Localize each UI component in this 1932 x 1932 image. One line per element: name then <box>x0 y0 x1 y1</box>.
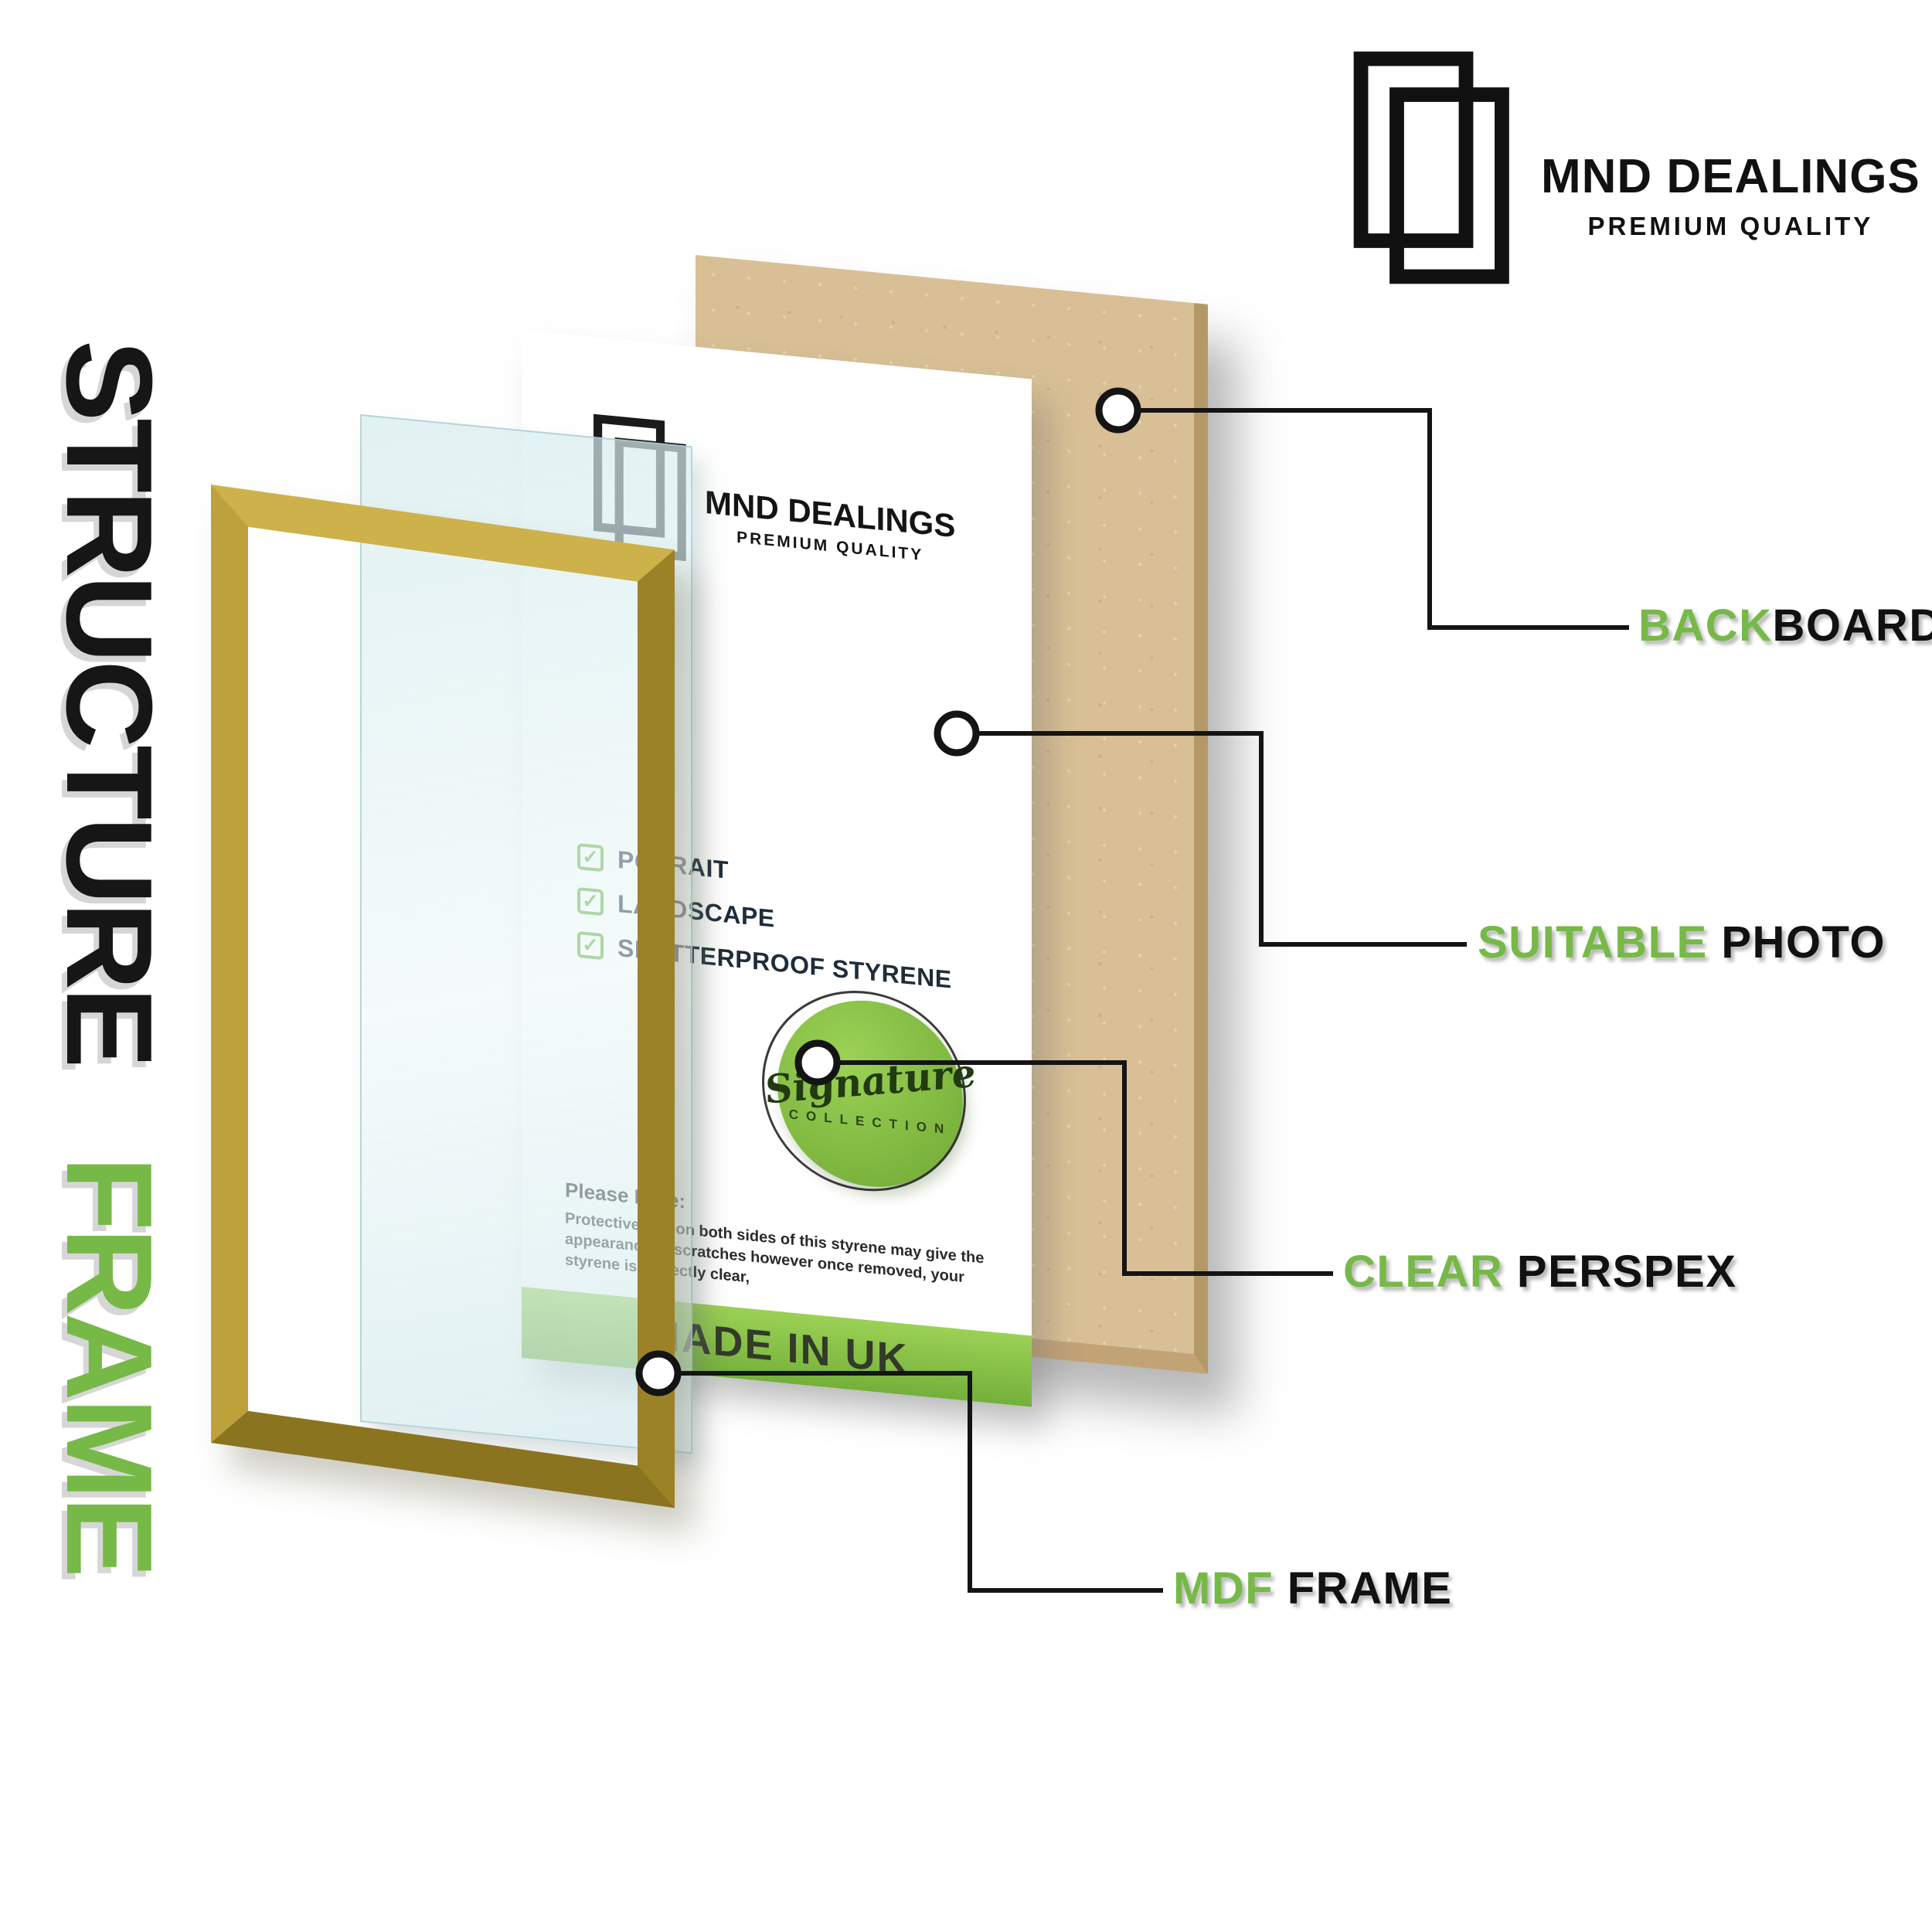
label-mdf-frame-black: FRAME <box>1274 1563 1453 1614</box>
title-word-structure: STRUCTURE <box>41 340 177 1066</box>
badge-script-text: Signature <box>760 1049 980 1112</box>
brand-tagline: PREMIUM QUALITY <box>1587 212 1874 240</box>
brand-lockup: MND DEALINGS PREMIUM QUALITY <box>1352 46 1920 298</box>
badge-arc-text: COLLECTION <box>788 1106 952 1138</box>
label-clear-perspex: CLEAR PERSPEX <box>1343 1244 1736 1301</box>
label-backboard-black: BOARD <box>1772 600 1932 651</box>
label-suitable-photo-black: PHOTO <box>1707 917 1886 968</box>
label-backboard: BACKBOARD <box>1638 598 1932 655</box>
label-backboard-green: BACK <box>1638 600 1773 651</box>
label-suitable-photo-green: SUITABLE <box>1478 917 1708 968</box>
label-clear-perspex-green: CLEAR <box>1343 1247 1504 1297</box>
frame-structure-title: STRUCTURE FRAME <box>41 340 177 1669</box>
title-word-frame: FRAME <box>41 1156 177 1575</box>
gold-frame-layer <box>211 485 675 1509</box>
signature-collection-badge: Signature COLLECTION <box>761 992 979 1196</box>
brand-frames-icon <box>1353 51 1509 284</box>
brand-name: MND DEALINGS <box>1541 150 1920 203</box>
label-suitable-photo: SUITABLE PHOTO <box>1478 915 1886 971</box>
label-clear-perspex-black: PERSPEX <box>1503 1247 1737 1297</box>
label-mdf-frame: MDF FRAME <box>1173 1561 1452 1617</box>
callout-line-mdf-frame <box>658 1371 1163 1593</box>
brand-text: MND DEALINGS PREMIUM QUALITY <box>1541 149 1920 241</box>
label-mdf-frame-green: MDF <box>1173 1563 1274 1614</box>
